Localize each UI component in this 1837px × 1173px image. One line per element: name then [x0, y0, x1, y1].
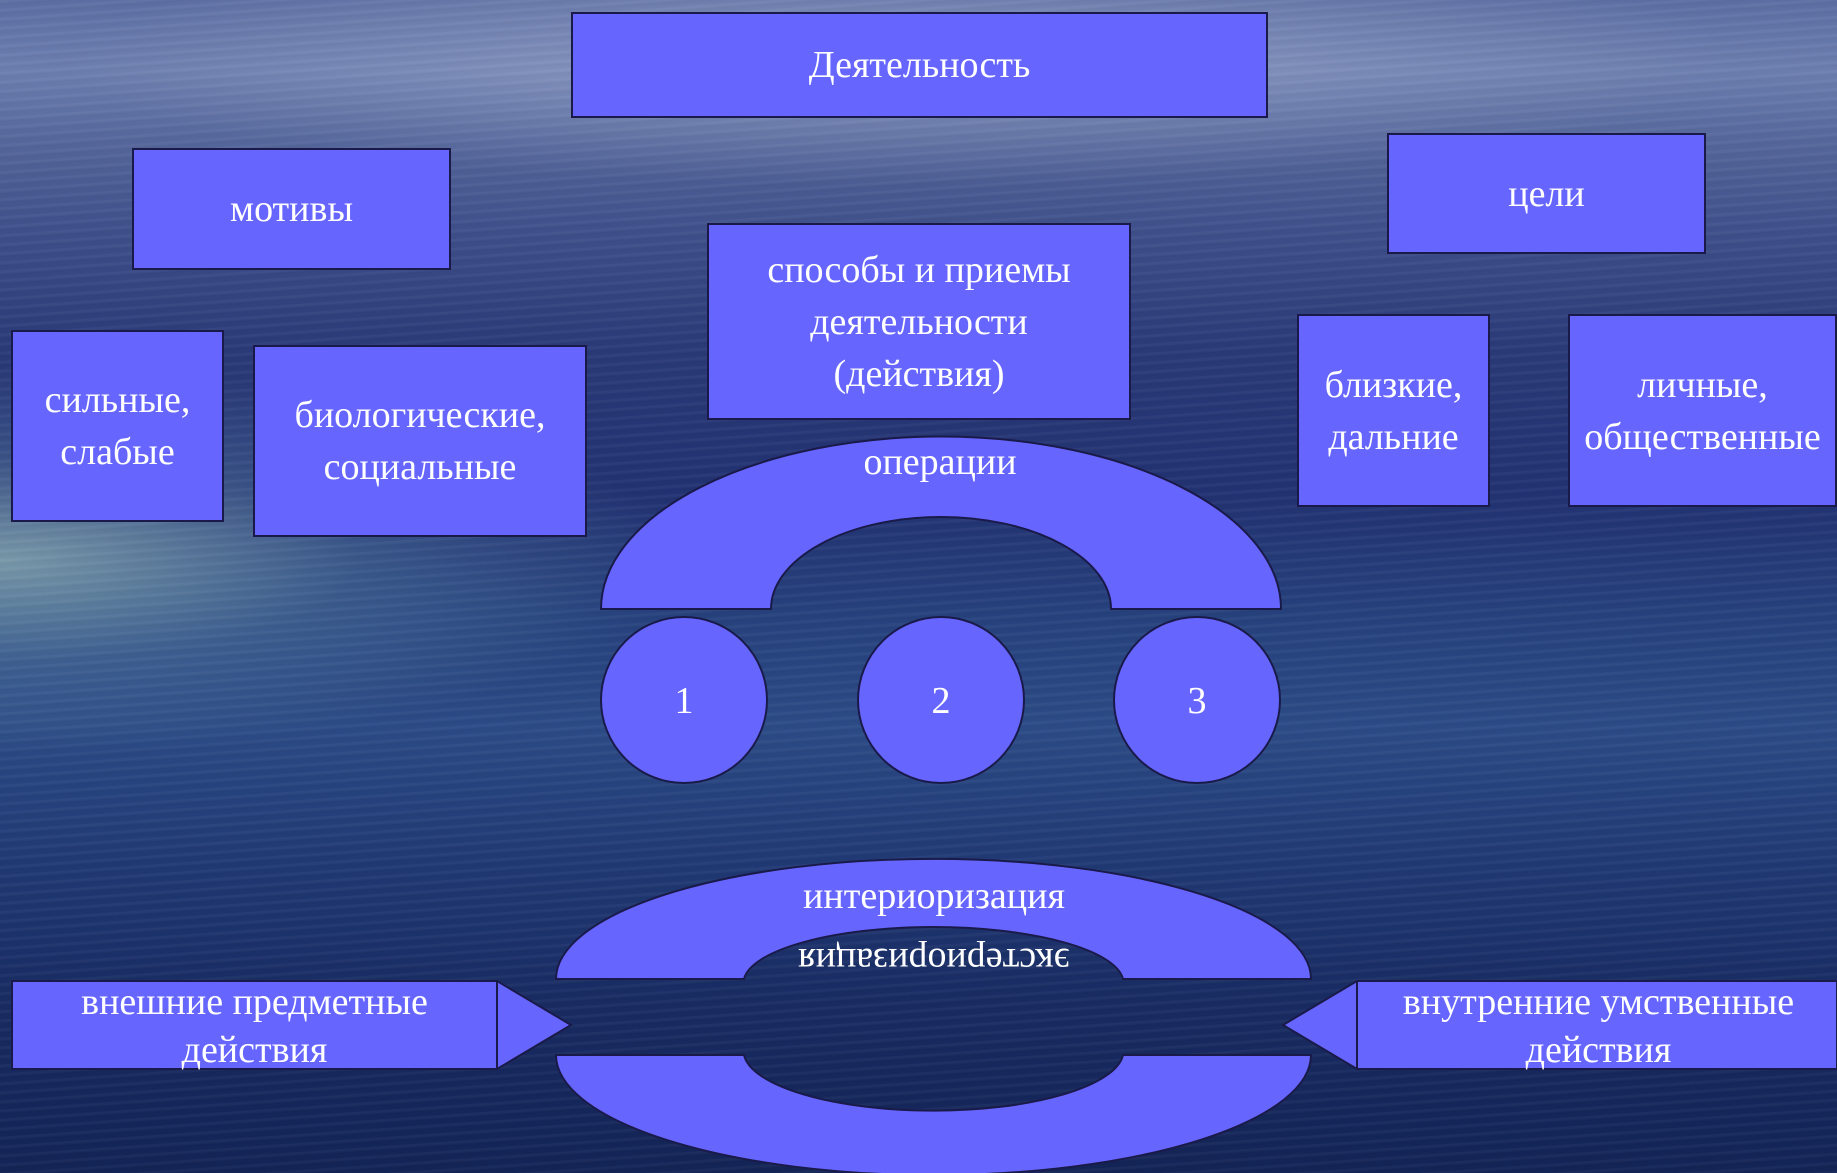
operation-number-2: 2 [931, 680, 951, 722]
exteriorization-label: экстериоризация [798, 940, 1070, 982]
goal-distance-box: близкие, дальние [1297, 314, 1490, 507]
motives-box: мотивы [132, 148, 451, 270]
activity-title-box: Деятельность [571, 12, 1268, 118]
operation-circle-1 [600, 616, 768, 784]
motive-strength-box: сильные, слабые [11, 330, 224, 522]
external-actions-arrow [11, 980, 573, 1070]
external-actions-label: внешние предметные действия [81, 981, 428, 1071]
operation-number-1: 1 [674, 680, 694, 722]
interiorization-arch [554, 857, 1313, 980]
operations-label: операции [863, 441, 1017, 483]
methods-box: способы и приемы деятельности (действия) [707, 223, 1131, 420]
operation-circle-3 [1113, 616, 1281, 784]
operation-circle-2 [857, 616, 1025, 784]
exteriorization-arch [554, 1054, 1313, 1173]
internal-actions-arrow [1281, 980, 1837, 1070]
goals-box: цели [1387, 133, 1706, 254]
operations-arch [599, 435, 1283, 610]
interiorization-label: интериоризация [803, 875, 1065, 917]
motive-type-box: биологические, социальные [253, 345, 587, 537]
internal-actions-label: внутренние умственные действия [1402, 981, 1795, 1071]
goal-scope-box: личные, общественные [1568, 314, 1837, 507]
operation-number-3: 3 [1187, 680, 1207, 722]
